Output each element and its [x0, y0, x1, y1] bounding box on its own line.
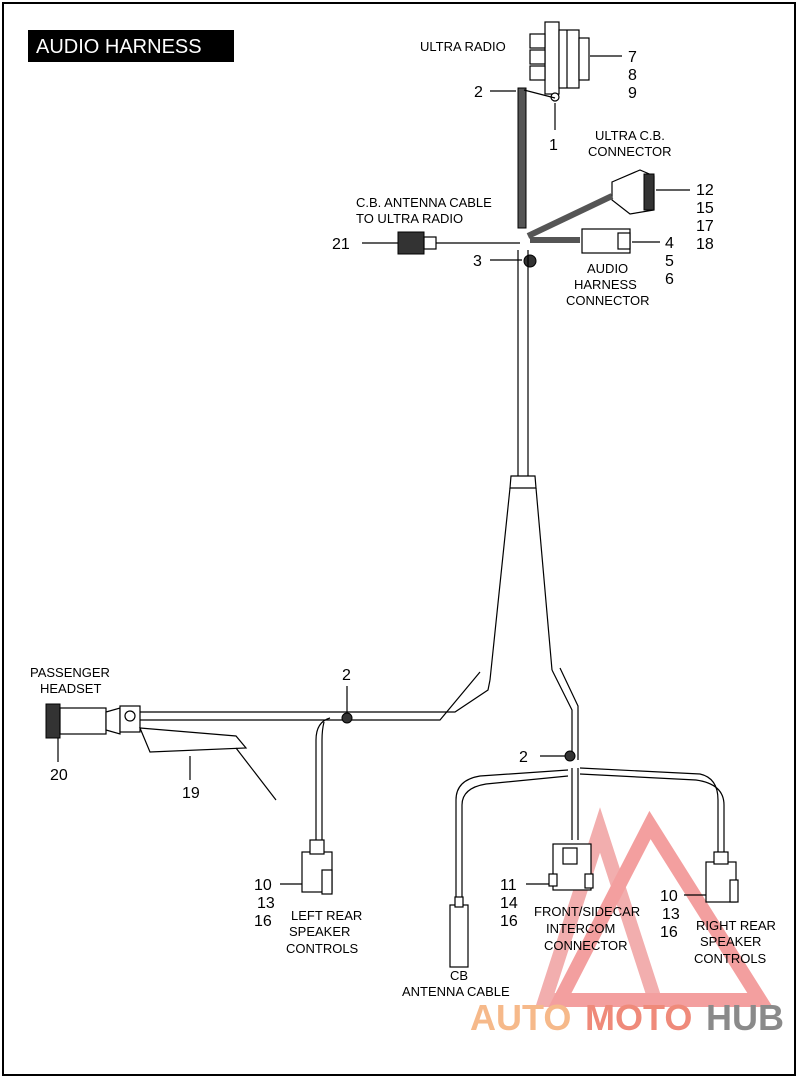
callout-13-left: 13 [257, 895, 275, 912]
cb-antenna-cable-end [449, 896, 469, 968]
callout-6: 6 [665, 271, 674, 288]
callout-20: 20 [50, 767, 68, 784]
watermark-auto: AUTO [470, 997, 571, 1038]
callout-2-top: 2 [474, 84, 483, 101]
audio-harness-connector [530, 228, 631, 254]
cb-antenna-cable-label-1: CB [450, 968, 468, 983]
watermark-logo [535, 807, 773, 1007]
passenger-headset [45, 703, 277, 801]
callout-15: 15 [696, 200, 714, 217]
callout-21: 21 [332, 236, 350, 253]
callout-2-right: 2 [519, 749, 528, 766]
cb-antenna-cable-label-2: ANTENNA CABLE [402, 984, 510, 999]
right-rear-label-3: CONTROLS [694, 951, 767, 966]
audio-harness-connector-label-1: AUDIO [587, 261, 628, 276]
front-sidecar-label-3: CONNECTOR [544, 938, 628, 953]
callout-1: 1 [549, 137, 558, 154]
right-rear-label-2: SPEAKER [700, 934, 761, 949]
passenger-headset-label-1: PASSENGER [30, 665, 110, 680]
callout-16-mid: 16 [500, 913, 518, 930]
right-branch [455, 667, 725, 905]
callout-8: 8 [628, 67, 637, 84]
callout-10-right: 10 [660, 888, 678, 905]
main-trunk [489, 250, 553, 681]
callout-11: 11 [500, 877, 517, 894]
left-rear-label-3: CONTROLS [286, 941, 359, 956]
callout-17: 17 [696, 218, 714, 235]
callout-16-right: 16 [660, 924, 678, 941]
callout-7: 7 [628, 49, 637, 66]
right-rear-label-1: RIGHT REAR [696, 918, 776, 933]
callout-10-left: 10 [254, 877, 272, 894]
left-rear-label-2: SPEAKER [289, 924, 350, 939]
callout-3: 3 [473, 253, 482, 270]
ultra-radio-label: ULTRA RADIO [420, 39, 506, 54]
ultra-cb-connector-label-2: CONNECTOR [588, 144, 672, 159]
audio-harness-connector-label-3: CONNECTOR [566, 293, 650, 308]
callout-19: 19 [182, 785, 200, 802]
page-title: AUDIO HARNESS [36, 36, 202, 58]
cb-antenna-to-radio-label-2: TO ULTRA RADIO [356, 211, 463, 226]
ultra-cb-connector-label-1: ULTRA C.B. [595, 128, 665, 143]
ultra-radio [529, 21, 590, 102]
callout-5: 5 [665, 253, 674, 270]
callout-2-left: 2 [342, 667, 351, 684]
callout-9: 9 [628, 85, 637, 102]
leader-lines [57, 55, 706, 896]
right-rear-speaker-connector [705, 851, 739, 903]
callout-12: 12 [696, 182, 714, 199]
front-sidecar-label-1: FRONT/SIDECAR [534, 904, 640, 919]
callout-14: 14 [500, 895, 518, 912]
ultra-cb-connector [526, 169, 655, 239]
callout-4: 4 [665, 235, 674, 252]
audio-harness-connector-label-2: HARNESS [574, 277, 637, 292]
front-sidecar-intercom-connector [548, 843, 594, 891]
callout-13-right: 13 [662, 906, 680, 923]
watermark-hub: HUB [706, 997, 784, 1038]
cb-antenna-to-radio-label-1: C.B. ANTENNA CABLE [356, 195, 492, 210]
callout-18: 18 [696, 236, 714, 253]
title-box [28, 30, 234, 62]
coiled-cable [517, 87, 556, 229]
passenger-headset-label-2: HEADSET [40, 681, 101, 696]
callout-16-left: 16 [254, 913, 272, 930]
left-rear-speaker-connector [301, 839, 333, 895]
watermark-moto: MOTO [585, 997, 692, 1038]
front-sidecar-label-2: INTERCOM [546, 921, 615, 936]
left-rear-label-1: LEFT REAR [291, 908, 362, 923]
left-branch [140, 671, 491, 840]
cb-antenna-cable-connector [397, 231, 520, 255]
